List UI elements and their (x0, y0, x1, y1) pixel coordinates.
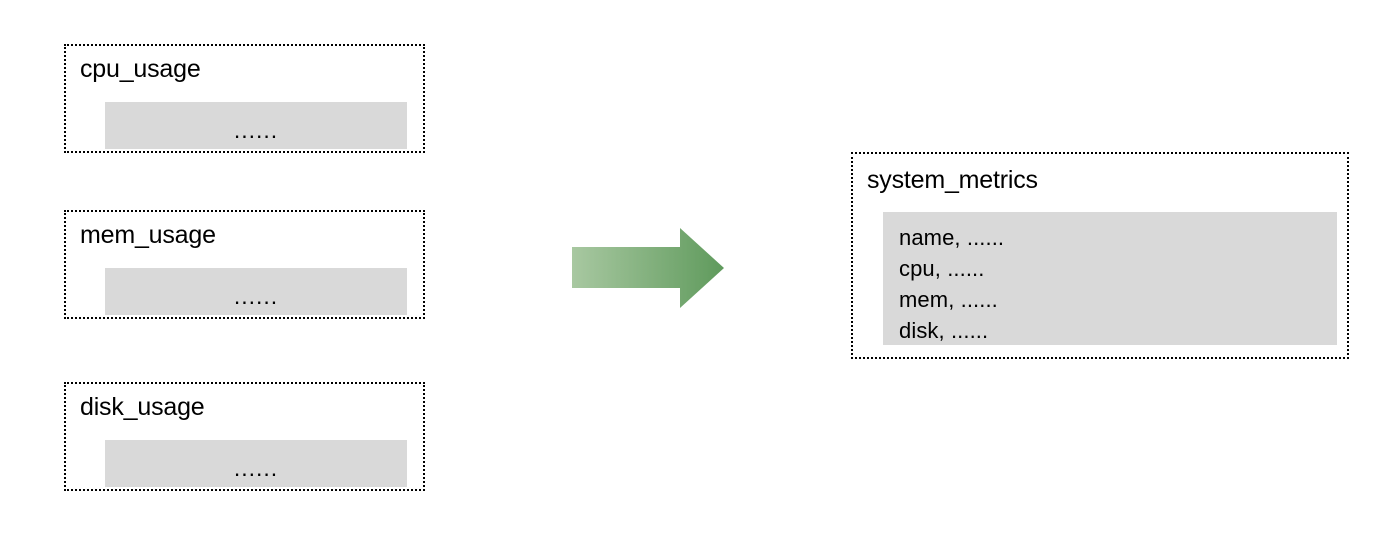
entity-title-mem-usage: mem_usage (80, 221, 216, 249)
entity-box-cpu-usage[interactable]: cpu_usage ...... (64, 44, 425, 153)
field-row-mem: mem, ...... (899, 287, 998, 312)
ellipsis-placeholder: ...... (233, 117, 279, 143)
entity-title-system-metrics: system_metrics (867, 166, 1038, 194)
field-row-cpu: cpu, ...... (899, 256, 985, 281)
merge-arrow-icon (572, 225, 727, 311)
field-row-name: name, ...... (899, 225, 1005, 250)
entity-body-cpu-usage: ...... (105, 102, 407, 149)
field-row-disk: disk, ...... (899, 318, 989, 343)
entity-body-disk-usage: ...... (105, 440, 407, 487)
entity-body-system-metrics: name, ...... cpu, ...... mem, ...... dis… (883, 212, 1337, 345)
entity-title-disk-usage: disk_usage (80, 393, 205, 421)
entity-body-mem-usage: ...... (105, 268, 407, 315)
entity-box-mem-usage[interactable]: mem_usage ...... (64, 210, 425, 319)
entity-title-cpu-usage: cpu_usage (80, 55, 201, 83)
entity-box-disk-usage[interactable]: disk_usage ...... (64, 382, 425, 491)
entity-box-system-metrics[interactable]: system_metrics name, ...... cpu, ...... … (851, 152, 1349, 359)
ellipsis-placeholder: ...... (233, 455, 279, 481)
ellipsis-placeholder: ...... (233, 283, 279, 309)
